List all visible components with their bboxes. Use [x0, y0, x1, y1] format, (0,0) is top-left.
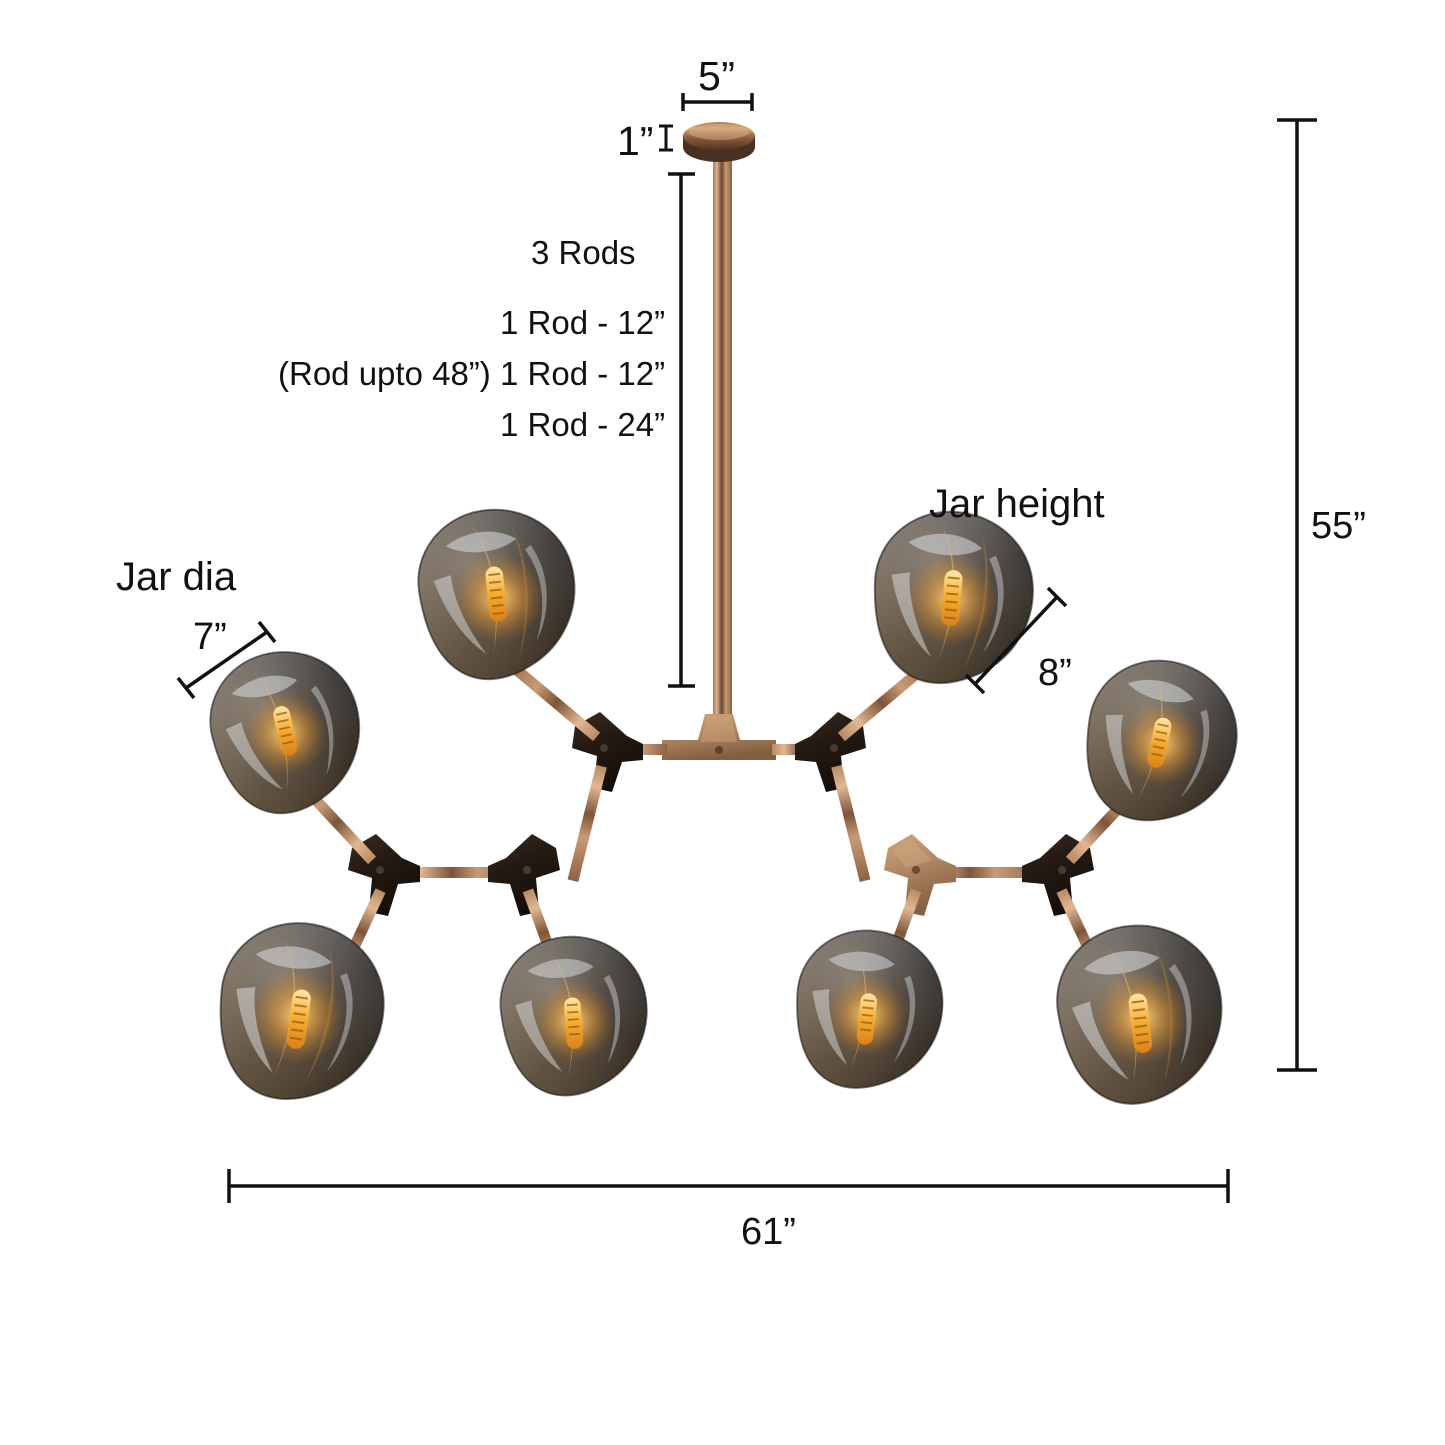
- jar-dia-value: 7”: [193, 616, 227, 658]
- filament-bulb: [286, 989, 311, 1049]
- overall-width-value: 61”: [741, 1211, 796, 1253]
- glass-globe: [196, 637, 377, 827]
- dimension-line-canopy-height: [659, 124, 673, 152]
- filament-bulb: [1147, 717, 1172, 768]
- filament-bulb: [1128, 993, 1153, 1053]
- jar-dia-label: Jar dia: [116, 555, 237, 599]
- rod-item-2: 1 Rod - 12”: [500, 355, 666, 392]
- canopy-and-stem: [683, 122, 755, 723]
- rod-item-1: 1 Rod - 12”: [500, 304, 666, 341]
- glass-globe: [1047, 914, 1234, 1113]
- filament-bulb: [564, 997, 584, 1049]
- dimension-line-canopy-width: [681, 93, 754, 111]
- dimension-line-jar-height: [964, 586, 1068, 695]
- center-hub-joint: [662, 714, 776, 760]
- rod-left-upper-to-left-mid: [567, 764, 607, 883]
- filament-bulb: [941, 570, 963, 626]
- rod-right-mid-span: [916, 867, 1044, 878]
- rod-item-3: 1 Rod - 24”: [500, 406, 666, 443]
- glass-globe: [787, 922, 951, 1098]
- jar-height-label: Jar height: [929, 482, 1105, 526]
- canopy-width-label: 5”: [698, 53, 736, 99]
- rod-left-mid-span: [398, 867, 526, 878]
- filament-bulb: [273, 706, 298, 756]
- overall-height-value: 55”: [1311, 505, 1366, 547]
- jar-height-value: 8”: [1038, 652, 1072, 694]
- glass-globe: [495, 930, 654, 1101]
- filament-bulb: [485, 566, 507, 622]
- joint-left-inner: [488, 834, 560, 916]
- joint-right-inner: [884, 834, 956, 916]
- rods-note: (Rod upto 48”): [278, 355, 491, 392]
- glass-globe: [865, 504, 1041, 692]
- glass-globe: [410, 500, 585, 687]
- dimension-line-jar-dia: [176, 620, 277, 700]
- glass-globe: [206, 912, 396, 1113]
- rods-title: 3 Rods: [531, 234, 636, 271]
- rod-to-globe-upper-left: [497, 652, 601, 742]
- dimension-line-rod-length: [668, 172, 695, 688]
- dimension-line-overall-height: [1277, 118, 1317, 1072]
- dimension-line-overall-width: [227, 1169, 1230, 1203]
- glass-globe: [1070, 646, 1252, 838]
- filament-bulb: [856, 993, 877, 1045]
- canopy-height-label: 1”: [617, 118, 654, 164]
- rod-right-upper-to-right-mid: [831, 764, 871, 883]
